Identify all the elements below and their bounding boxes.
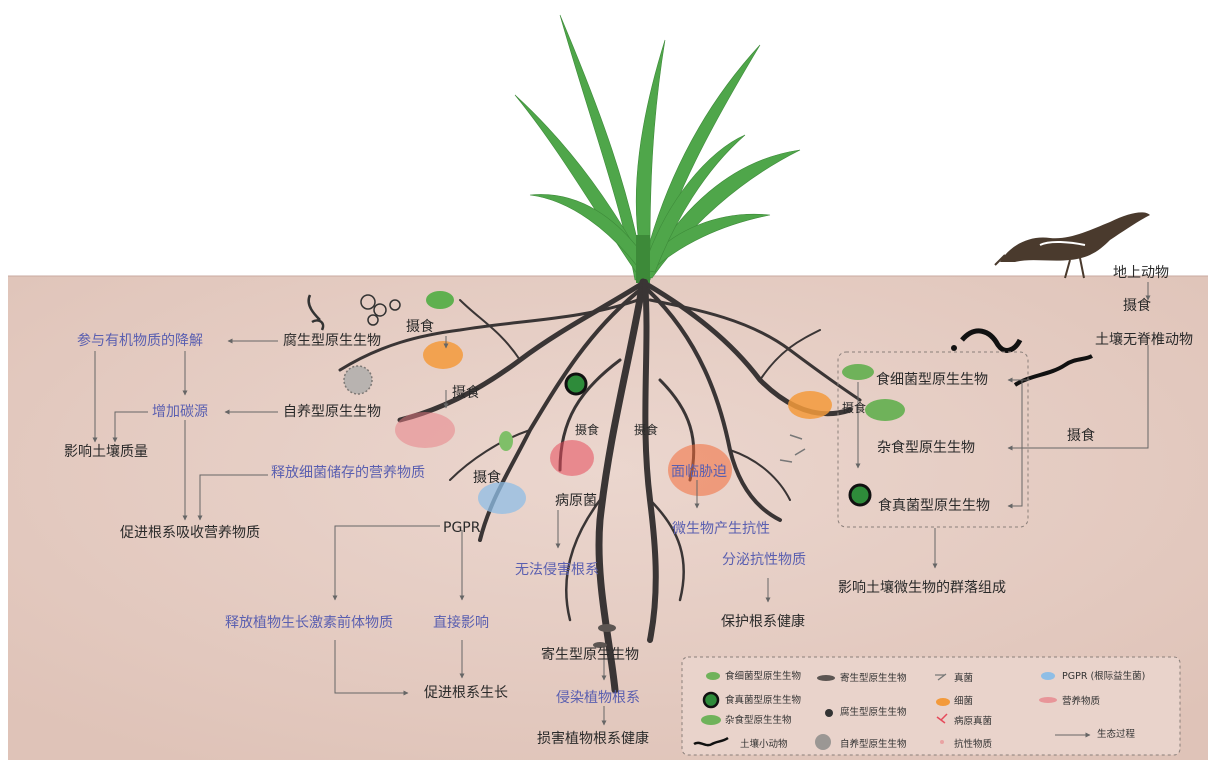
label-feed-8: 摄食 bbox=[842, 402, 866, 414]
label-infect-root: 侵染植物根系 bbox=[556, 691, 640, 705]
legend-autotrophic: 自养型原生生物 bbox=[840, 740, 907, 750]
label-pgpr: PGPR bbox=[443, 521, 480, 535]
label-above-animal: 地上动物 bbox=[1113, 266, 1169, 280]
label-direct-effect: 直接影响 bbox=[433, 616, 489, 630]
legend-soil-fauna: 土壤小动物 bbox=[740, 740, 788, 750]
label-carbon-source: 增加碳源 bbox=[152, 405, 208, 419]
label-omnivore: 杂食型原生生物 bbox=[877, 441, 975, 455]
legend-resistance: 抗性物质 bbox=[954, 740, 992, 750]
legend-process: 生态过程 bbox=[1097, 730, 1135, 740]
legend-pgpr: PGPR (根际益生菌) bbox=[1062, 672, 1145, 682]
label-autotrophic: 自养型原生生物 bbox=[283, 405, 381, 419]
label-feed-3: 摄食 bbox=[575, 424, 599, 436]
legend-pathogenic-fungi: 病原真菌 bbox=[954, 717, 992, 727]
label-parasitic: 寄生型原生生物 bbox=[541, 648, 639, 662]
label-soil-quality: 影响土壤质量 bbox=[64, 445, 148, 459]
label-feed-5: 摄食 bbox=[473, 471, 501, 485]
label-pathogen: 病原菌 bbox=[555, 494, 597, 508]
label-fungivore: 食真菌型原生生物 bbox=[878, 499, 990, 513]
label-face-stress: 面临胁迫 bbox=[671, 465, 727, 479]
legend-omnivore: 杂食型原生生物 bbox=[725, 716, 792, 726]
legend-fungivore: 食真菌型原生生物 bbox=[725, 696, 801, 706]
label-hormone-precursor: 释放植物生长激素前体物质 bbox=[225, 616, 393, 630]
label-secrete-antibiotic: 分泌抗性物质 bbox=[722, 553, 806, 567]
label-feed-6: 摄食 bbox=[1123, 299, 1151, 313]
legend-bacterivore: 食细菌型原生生物 bbox=[725, 672, 801, 682]
label-promote-growth: 促进根系生长 bbox=[424, 686, 508, 700]
label-damage-root: 损害植物根系健康 bbox=[537, 732, 649, 746]
label-feed-1: 摄食 bbox=[406, 320, 434, 334]
label-organic-decomp: 参与有机物质的降解 bbox=[77, 334, 203, 348]
legend-saprotrophic: 腐生型原生生物 bbox=[840, 708, 907, 718]
label-release-nutrients: 释放细菌储存的营养物质 bbox=[271, 466, 425, 480]
label-bacterivore: 食细菌型原生生物 bbox=[876, 373, 988, 387]
label-community: 影响土壤微生物的群落组成 bbox=[838, 581, 1006, 595]
label-saprotrophic: 腐生型原生生物 bbox=[283, 334, 381, 348]
label-protect-root: 保护根系健康 bbox=[721, 615, 805, 629]
legend-parasitic: 寄生型原生生物 bbox=[840, 674, 907, 684]
label-feed-7: 摄食 bbox=[1067, 429, 1095, 443]
label-feed-4: 摄食 bbox=[634, 424, 658, 436]
legend-bacteria: 细菌 bbox=[954, 697, 973, 707]
legend-nutrients: 营养物质 bbox=[1062, 697, 1100, 707]
label-antibiotic-produce: 微生物产生抗性 bbox=[672, 522, 770, 536]
label-soil-invert: 土壤无脊椎动物 bbox=[1095, 333, 1193, 347]
plant-leaves bbox=[515, 15, 800, 283]
label-feed-2: 摄食 bbox=[452, 386, 480, 400]
label-cannot-invade: 无法侵害根系 bbox=[515, 563, 599, 577]
label-promote-absorb: 促进根系吸收营养物质 bbox=[120, 526, 260, 540]
legend-fungi: 真菌 bbox=[954, 674, 973, 684]
